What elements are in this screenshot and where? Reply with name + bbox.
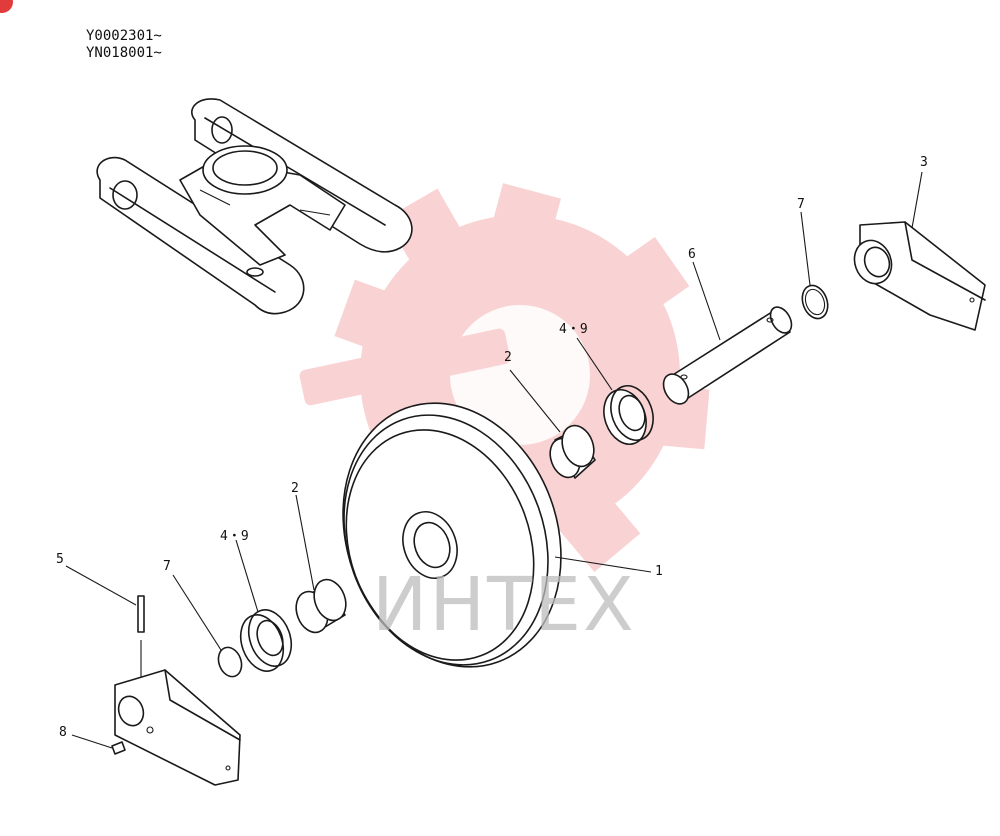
seal-upper-drawing <box>603 385 654 445</box>
callout-5: 5 <box>56 552 64 567</box>
callout-6: 6 <box>688 247 696 262</box>
callout-1: 1 <box>655 564 663 579</box>
o-ring-lower-drawing <box>217 646 243 678</box>
corner-badge <box>0 0 13 13</box>
callout-4-9-upper: 4・9 <box>559 322 588 337</box>
support-left-drawing <box>114 669 241 786</box>
seal-lower-drawing <box>239 609 293 672</box>
track-frame-drawing <box>96 98 413 315</box>
leader-lines <box>65 171 923 749</box>
callout-8: 8 <box>59 725 67 740</box>
callout-2-upper: 2 <box>504 350 512 365</box>
shaft-drawing <box>662 306 793 405</box>
idler-wheel-drawing <box>342 402 562 668</box>
callout-2-lower: 2 <box>291 481 299 496</box>
watermark-text: ИНТЕХ <box>372 562 636 648</box>
bushing-upper-drawing <box>549 424 596 479</box>
callout-3: 3 <box>920 155 928 170</box>
callout-7-lower: 7 <box>163 559 171 574</box>
callout-7-upper: 7 <box>797 197 805 212</box>
serial-range-2: YN018001~ <box>86 45 162 61</box>
serial-range-1: Y0002301~ <box>86 28 162 44</box>
bolt-drawing <box>111 741 126 755</box>
bushing-lower-drawing <box>295 578 347 634</box>
o-ring-upper-drawing <box>801 284 829 320</box>
support-right-drawing <box>853 221 986 331</box>
callout-4-9-lower: 4・9 <box>220 529 249 544</box>
